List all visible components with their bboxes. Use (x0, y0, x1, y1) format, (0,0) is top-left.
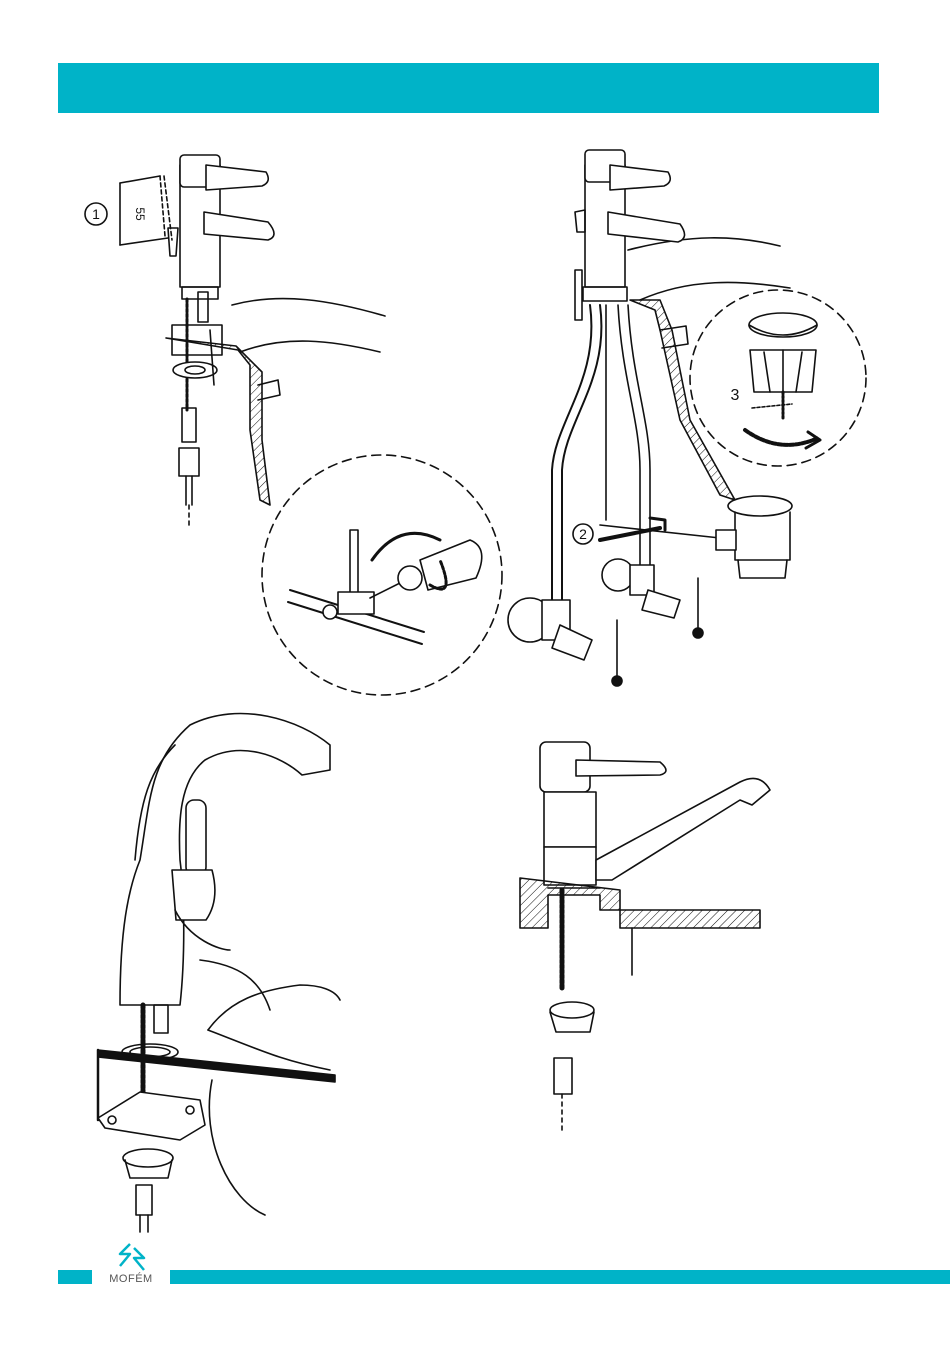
step-3-label: 3 (731, 387, 740, 404)
logo-text: MOFÉM (100, 1273, 162, 1285)
footer-bar-right (170, 1270, 950, 1284)
figure-pipe-connection (508, 150, 792, 686)
footer-bar-left (58, 1270, 92, 1284)
figure-kitchen-mixer (520, 742, 770, 1130)
dimension-label: 55 (133, 207, 147, 221)
figure-basin-mixer (120, 155, 385, 525)
step-1-label: 1 (92, 206, 100, 222)
logo-icon (100, 1240, 162, 1274)
figure-high-spout-mixer (98, 714, 340, 1232)
figure-pullrod-detail (262, 455, 502, 695)
step-2-label: 2 (579, 526, 587, 542)
brand-logo: MOFÉM (100, 1240, 162, 1290)
figure-popup-detail (690, 290, 866, 466)
